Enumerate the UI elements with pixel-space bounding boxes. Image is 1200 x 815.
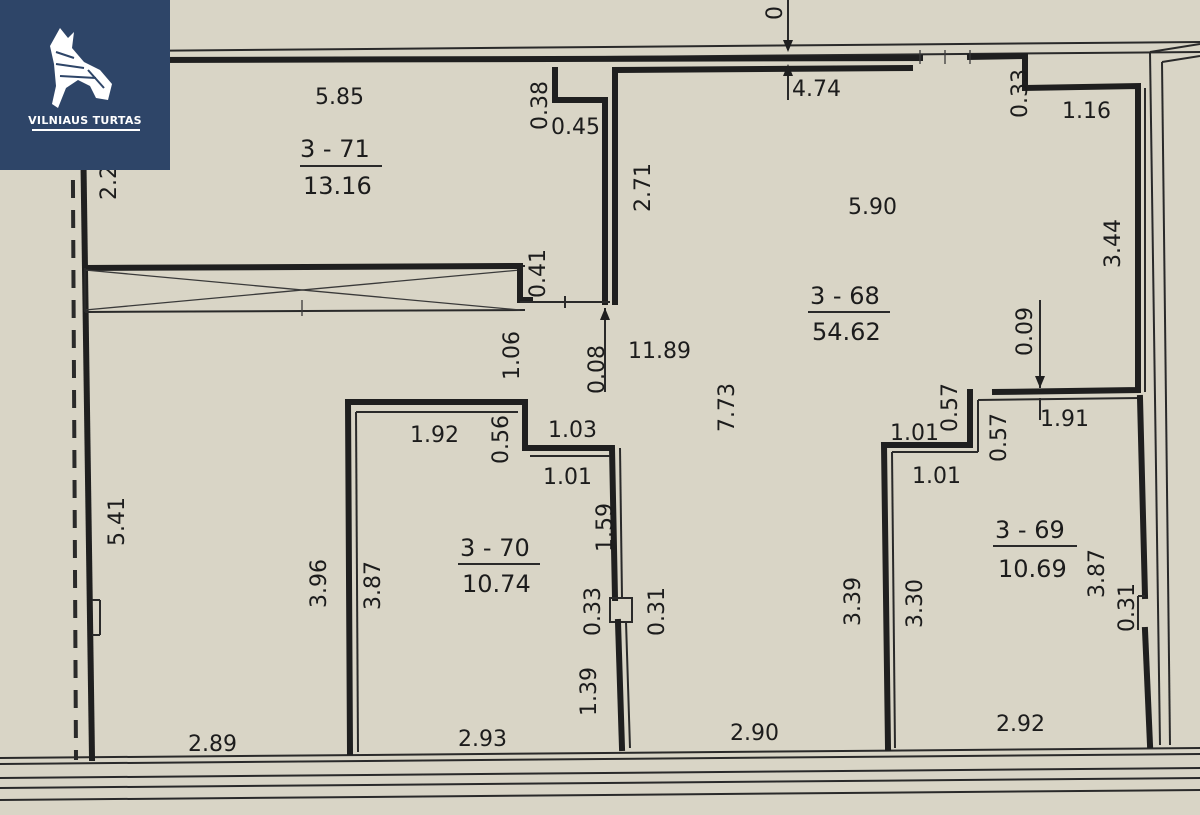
- dim-11-89: 11.89: [628, 339, 691, 364]
- dim-3-30: 3.30: [903, 579, 928, 628]
- dim-1-92: 1.92: [410, 423, 459, 448]
- dim-0-57-a: 0.57: [938, 383, 963, 432]
- company-logo: VILNIAUS TURTAS: [0, 0, 170, 170]
- dim-2-89: 2.89: [188, 732, 237, 757]
- dim-2-92: 2.92: [996, 712, 1045, 737]
- dim-7-73: 7.73: [715, 383, 740, 432]
- dim-3-96: 3.96: [307, 559, 332, 608]
- room-labels: 3 - 71 13.16 3 - 68 54.62 3 - 70 10.74 3…: [300, 135, 1077, 598]
- dim-0-57-b: 0.57: [987, 413, 1012, 462]
- dim-1-01-right-bottom: 1.01: [912, 464, 961, 489]
- dim-0-33-mid: 0.33: [581, 587, 606, 636]
- dim-0-41: 0.41: [526, 249, 551, 298]
- room-3-68-walls: [612, 53, 1146, 396]
- room-id-3-71: 3 - 71: [300, 135, 370, 163]
- logo-underline: [32, 129, 140, 131]
- dim-2-71: 2.71: [631, 163, 656, 212]
- logo-text: VILNIAUS TURTAS: [28, 114, 142, 127]
- dim-0-33-top: 0.33: [1008, 69, 1033, 118]
- dim-0-08: 0.08: [585, 345, 610, 394]
- dim-1-59: 1.59: [593, 503, 618, 552]
- dim-4-74: 4.74: [792, 77, 841, 102]
- dim-0-31-right: 0.31: [1115, 583, 1140, 632]
- dim-1-39: 1.39: [577, 667, 602, 716]
- dim-0-09: 0.09: [1013, 307, 1038, 356]
- dim-3-44: 3.44: [1101, 219, 1126, 268]
- dim-3-87-right: 3.87: [1085, 549, 1110, 598]
- horizontal-dimensions: 5.85 0.45 4.74 1.16 5.90 11.89 1.92 1.03…: [188, 77, 1111, 757]
- dim-top-o: 0: [763, 6, 788, 20]
- room-id-3-68: 3 - 68: [810, 282, 880, 310]
- dim-1-16: 1.16: [1062, 99, 1111, 124]
- room-area-3-70: 10.74: [462, 570, 531, 598]
- wolf-icon: [50, 28, 112, 108]
- room-3-71-walls: [81, 67, 610, 316]
- dim-5-41: 5.41: [105, 497, 130, 546]
- dim-5-85: 5.85: [315, 85, 364, 110]
- dim-1-01-left: 1.01: [543, 465, 592, 490]
- dim-3-39: 3.39: [841, 577, 866, 626]
- room-3-69-walls: [880, 389, 1154, 752]
- room-3-70-walls: [344, 399, 633, 756]
- vertical-dimensions: 0 0.38 0.33 2.22 2.71 3.44 0.41 0.09 1.0…: [97, 6, 1140, 716]
- dim-1-01-right-top: 1.01: [890, 421, 939, 446]
- dim-1-91: 1.91: [1040, 407, 1089, 432]
- dim-0-38: 0.38: [528, 81, 553, 130]
- dim-2-93: 2.93: [458, 727, 507, 752]
- dim-0-56: 0.56: [489, 415, 514, 464]
- dim-3-87-left: 3.87: [361, 561, 386, 610]
- dim-2-90: 2.90: [730, 721, 779, 746]
- dim-0-31-mid: 0.31: [645, 587, 670, 636]
- dim-5-90: 5.90: [848, 195, 897, 220]
- room-area-3-69: 10.69: [998, 555, 1067, 583]
- dim-1-06: 1.06: [500, 331, 525, 380]
- dim-0-45: 0.45: [551, 115, 600, 140]
- room-area-3-71: 13.16: [303, 172, 372, 200]
- room-area-3-68: 54.62: [812, 318, 881, 346]
- room-id-3-69: 3 - 69: [995, 516, 1065, 544]
- dim-1-03: 1.03: [548, 418, 597, 443]
- room-id-3-70: 3 - 70: [460, 534, 530, 562]
- dimension-leaders: [600, 0, 1045, 420]
